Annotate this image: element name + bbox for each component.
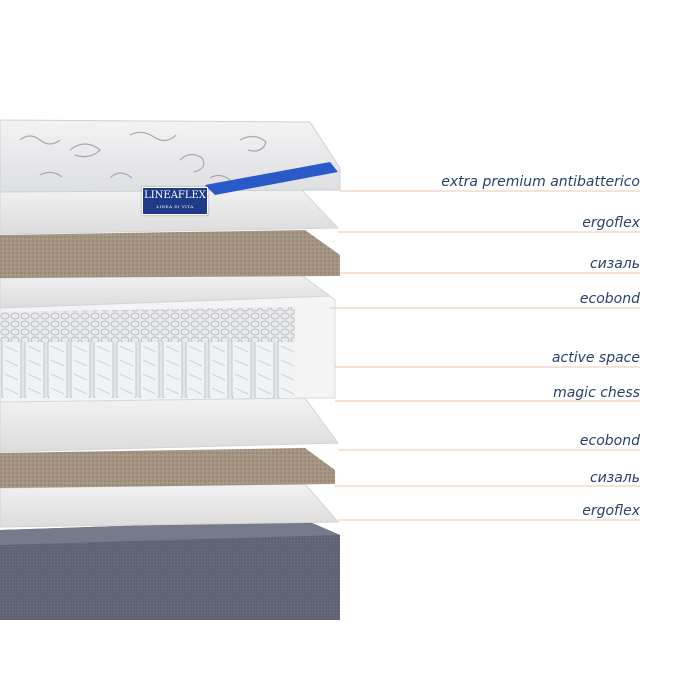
layer-label-7: ecobond [579,433,640,449]
layer-label-8: сизаль [589,470,640,486]
layer-label-3: сизаль [589,256,640,272]
layer-sisal-bottom [0,448,335,488]
layer-label-1: extra premium antibatterico [441,174,640,190]
layer-label-6: magic chess [553,385,640,401]
base-cover [0,520,340,620]
leader-lines [330,190,640,521]
layer-magic-chess-springs [0,342,295,398]
layer-label-5: active space [551,350,640,366]
brand-tagline: LINEA DI VITA [156,204,194,209]
layer-label-9: ergoflex [582,503,640,519]
springs-top [0,307,295,342]
brand-badge: LINEAFLEX LINEA DI VITA [142,187,208,215]
layer-label-4: ecobond [579,291,640,307]
cover-brand-ribbon [205,162,338,195]
layer-label-2: ergoflex [582,215,640,231]
layer-premium-cover [0,119,341,193]
layer-sisal-top [0,230,340,278]
brand-name: LINEAFLEX [144,190,206,201]
layer-ecobond-bottom [0,397,339,453]
layer-ergoflex-bottom [0,483,340,528]
